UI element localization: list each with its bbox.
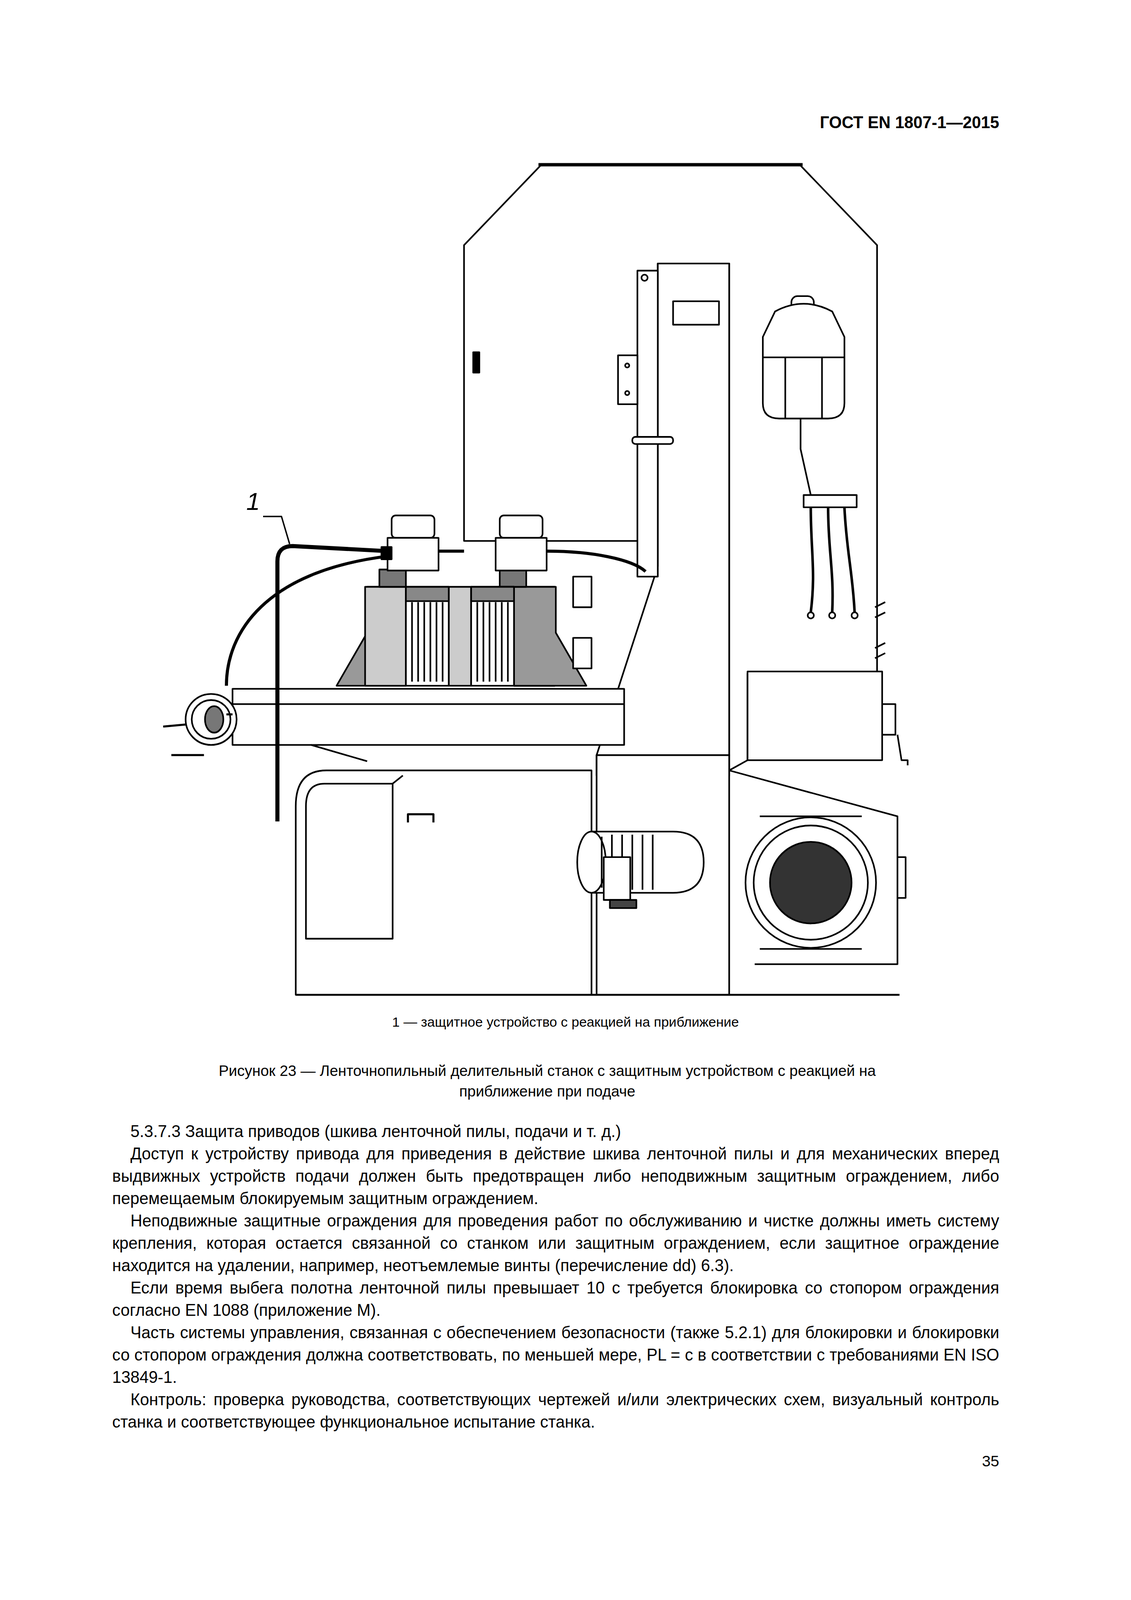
page-number: 35 <box>981 1452 1000 1470</box>
callout-number: 1 <box>246 487 260 516</box>
paragraph: Часть системы управления, связанная с об… <box>112 1321 1000 1389</box>
paragraph: Доступ к устройству привода для приведен… <box>112 1142 1000 1210</box>
figure-legend: 1 — защитное устройство с реакцией на пр… <box>392 1014 740 1030</box>
paragraph: Неподвижные защитные ограждения для пров… <box>112 1209 1000 1277</box>
figure-caption: Рисунок 23 — Ленточнопильный делительный… <box>173 1060 922 1102</box>
body-text: 5.3.7.3 Защита приводов (шкива ленточной… <box>112 1120 1000 1433</box>
paragraph: Если время выбега полотна ленточной пилы… <box>112 1276 1000 1322</box>
section-heading: 5.3.7.3 Защита приводов (шкива ленточной… <box>112 1120 1000 1143</box>
paragraph: Контроль: проверка руководства, соответс… <box>112 1388 1000 1433</box>
running-header: ГОСТ EN 1807-1—2015 <box>819 113 1000 133</box>
